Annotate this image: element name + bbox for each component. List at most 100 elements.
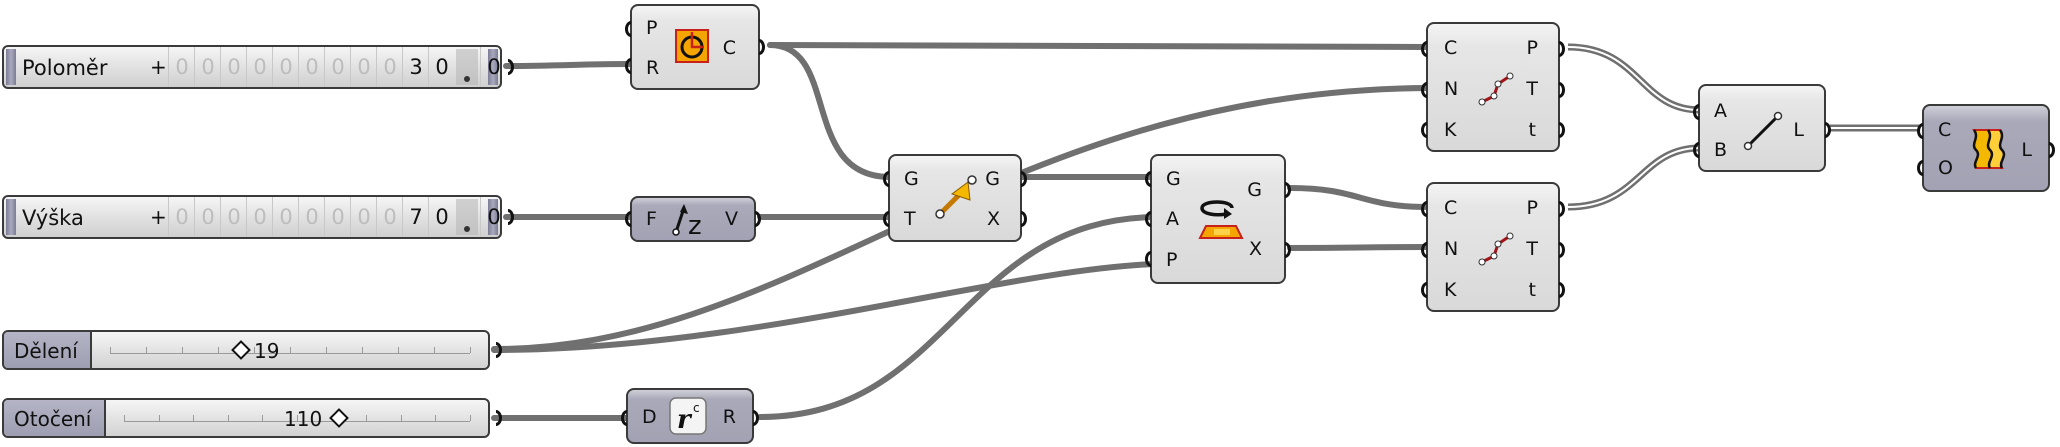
component-rotate[interactable]: G A P G X <box>1145 154 1291 284</box>
output-grip-x[interactable] <box>1021 211 1027 227</box>
digit-cell[interactable]: 0 <box>246 47 273 87</box>
input-grip-g[interactable] <box>1145 171 1151 187</box>
component-line[interactable]: A B L <box>1693 84 1831 172</box>
digit-cell[interactable]: 0 <box>350 197 377 237</box>
wire-circle-c-to-divide-top-c[interactable] <box>767 42 1431 50</box>
digit-cell[interactable]: 0 <box>376 47 403 87</box>
output-grip-l[interactable] <box>1825 122 1831 138</box>
output-grip[interactable] <box>496 342 502 358</box>
component-move[interactable]: G T G X <box>883 154 1027 242</box>
digit-cell[interactable]: 0 <box>246 197 273 237</box>
wire-circle-c-to-move-g[interactable] <box>767 42 893 180</box>
output-grip-t-param[interactable] <box>1559 282 1565 298</box>
input-grip-o[interactable] <box>1917 160 1923 176</box>
input-grip-r[interactable] <box>625 58 631 74</box>
input-grip-a[interactable] <box>1693 104 1699 120</box>
input-grip-t[interactable] <box>883 211 889 227</box>
wire-divide-bottom-p-to-line-b[interactable] <box>1567 144 1701 211</box>
slider-label-box: Dělení <box>4 332 92 368</box>
slider-rail[interactable] <box>110 345 471 354</box>
output-grip-c[interactable] <box>759 39 765 55</box>
component-divide-curve-top[interactable]: C N K P T t <box>1421 22 1565 152</box>
digit-cell[interactable]: 0 <box>272 197 299 237</box>
input-grip-f[interactable] <box>625 211 631 227</box>
digit-cell[interactable]: 0 <box>272 47 299 87</box>
port-label: C <box>1444 37 1458 59</box>
input-grip-k[interactable] <box>1421 122 1427 138</box>
digit-cell[interactable]: 0 <box>194 197 221 237</box>
output-grip-p[interactable] <box>1559 41 1565 57</box>
digit-cell-fraction[interactable]: 0 <box>480 197 507 237</box>
component-loft[interactable]: C O L <box>1917 104 2055 192</box>
output-grip-l[interactable] <box>2049 142 2055 158</box>
input-grip-a[interactable] <box>1145 211 1151 227</box>
digit-cell[interactable]: 3 <box>402 47 429 87</box>
digit-cell[interactable]: 0 <box>324 47 351 87</box>
component-circle[interactable]: P R C <box>625 4 765 90</box>
input-grip-n[interactable] <box>1421 242 1427 258</box>
divide-curve-icon <box>1478 232 1514 266</box>
component-radians[interactable]: D r c R <box>621 388 759 444</box>
component-unit-z[interactable]: F z V <box>625 196 761 242</box>
output-grip[interactable] <box>508 59 514 75</box>
output-grip-t[interactable] <box>1559 242 1565 258</box>
output-grip-p[interactable] <box>1559 201 1565 217</box>
sign-toggle[interactable]: + <box>150 55 167 79</box>
output-grip-v[interactable] <box>755 211 761 227</box>
slider-knob[interactable] <box>231 340 251 360</box>
slider-tick <box>470 415 471 421</box>
slider-knob[interactable] <box>329 408 349 428</box>
svg-text:r: r <box>677 405 693 435</box>
slider-otoceni[interactable]: Otočení 110 <box>2 398 502 438</box>
digit-cell[interactable]: 0 <box>428 47 455 87</box>
output-grip-g[interactable] <box>1021 171 1027 187</box>
input-grip-k[interactable] <box>1421 282 1427 298</box>
digit-cell[interactable]: 0 <box>428 197 455 237</box>
digit-cell[interactable]: 0 <box>298 197 325 237</box>
digit-cell[interactable]: 7 <box>402 197 429 237</box>
slider-deleni[interactable]: Dělení 19 <box>2 330 502 370</box>
input-grip-c[interactable] <box>1421 201 1427 217</box>
input-grip-g[interactable] <box>883 171 889 187</box>
input-grip-p[interactable] <box>625 21 631 37</box>
output-grip-t[interactable] <box>1559 82 1565 98</box>
input-grip-b[interactable] <box>1693 142 1699 158</box>
output-grip[interactable] <box>508 209 514 225</box>
output-grip-t-param[interactable] <box>1559 122 1565 138</box>
input-grip-p[interactable] <box>1145 251 1151 267</box>
output-grip[interactable] <box>496 410 502 426</box>
wire-polomer-to-circle-r[interactable] <box>503 61 633 69</box>
digit-cell[interactable]: 0 <box>220 197 247 237</box>
wire-multi-inner <box>1567 46 1701 111</box>
port-label: C <box>1938 119 1952 141</box>
sign-toggle[interactable]: + <box>150 205 167 229</box>
input-grip-c[interactable] <box>1917 123 1923 139</box>
digit-cell[interactable]: 0 <box>168 47 195 87</box>
input-grip-c[interactable] <box>1421 41 1427 57</box>
input-grip-n[interactable] <box>1421 82 1427 98</box>
output-grip-r[interactable] <box>753 410 759 426</box>
output-grip-g[interactable] <box>1285 182 1291 198</box>
slider-tick <box>362 347 363 353</box>
digit-cell[interactable]: 0 <box>324 197 351 237</box>
slider-value: 110 <box>284 407 323 431</box>
digit-cell[interactable]: 0 <box>298 47 325 87</box>
wire-rotate-g-to-divide-bottom-c[interactable] <box>1287 185 1431 210</box>
wire-deleni-to-rotate-p[interactable] <box>491 261 1158 353</box>
slider-tick <box>146 347 147 353</box>
slider-tick <box>158 415 160 421</box>
output-grip-x[interactable] <box>1285 242 1291 258</box>
digit-cell[interactable]: 0 <box>168 197 195 237</box>
digit-cell[interactable]: 0 <box>194 47 221 87</box>
input-grip-d[interactable] <box>621 410 627 426</box>
digit-cell[interactable]: 0 <box>376 197 403 237</box>
component-divide-curve-bottom[interactable]: C N K P T t <box>1421 182 1565 312</box>
digit-cell-fraction[interactable]: 0 <box>480 47 507 87</box>
digit-cell[interactable]: 0 <box>350 47 377 87</box>
wire-divide-top-p-to-line-a[interactable] <box>1567 43 1701 114</box>
digit-cell[interactable]: 0 <box>220 47 247 87</box>
wire-radians-r-to-rotate-a[interactable] <box>757 214 1158 420</box>
wire-rotate-x-to-divide-bottom-n[interactable] <box>1287 244 1431 251</box>
